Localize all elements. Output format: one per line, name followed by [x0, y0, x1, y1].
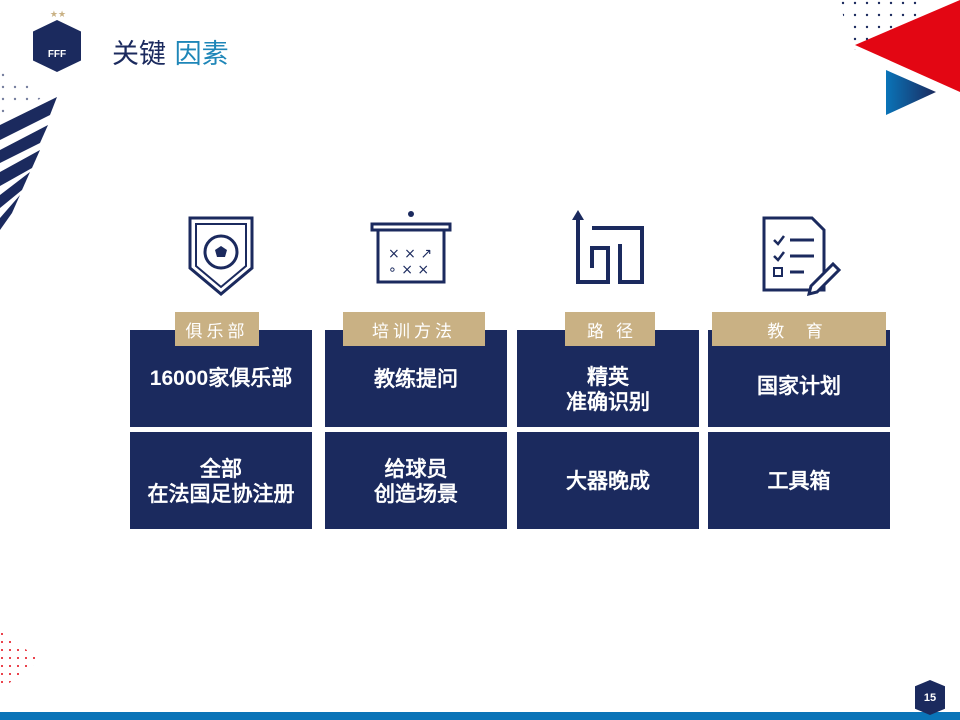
- label-training-method: 培训方法: [343, 312, 485, 346]
- late-bloomers-card: 大器晚成: [517, 432, 699, 529]
- registration-card: 全部 在法国足协注册: [130, 432, 312, 529]
- svg-text:∘ × ×: ∘ × ×: [388, 262, 429, 278]
- label-education: 教 育: [712, 312, 886, 346]
- club-count-card: 16000家俱乐部: [130, 330, 312, 427]
- coach-questions-card: 教练提问: [325, 330, 507, 427]
- path-maze-icon: [572, 210, 644, 284]
- page-number-badge: 15: [915, 680, 945, 715]
- svg-text:× × ↗: × × ↗: [388, 246, 432, 262]
- toolbox-card: 工具箱: [708, 432, 890, 529]
- fff-logo: ★★ FFF: [33, 10, 83, 76]
- elite-identification-card: 精英 准确识别: [517, 330, 699, 427]
- page-title: 关键 因素: [112, 39, 229, 70]
- soccer-shield-icon: [188, 216, 254, 296]
- label-club: 俱乐部: [175, 312, 259, 346]
- national-plan-card: 国家计划: [708, 330, 890, 427]
- create-scenarios-card: 给球员 创造场景: [325, 432, 507, 529]
- checklist-document-icon: [762, 216, 842, 297]
- label-pathway: 路径: [565, 312, 655, 346]
- tactics-board-icon: × × ↗ ∘ × ×: [370, 211, 452, 284]
